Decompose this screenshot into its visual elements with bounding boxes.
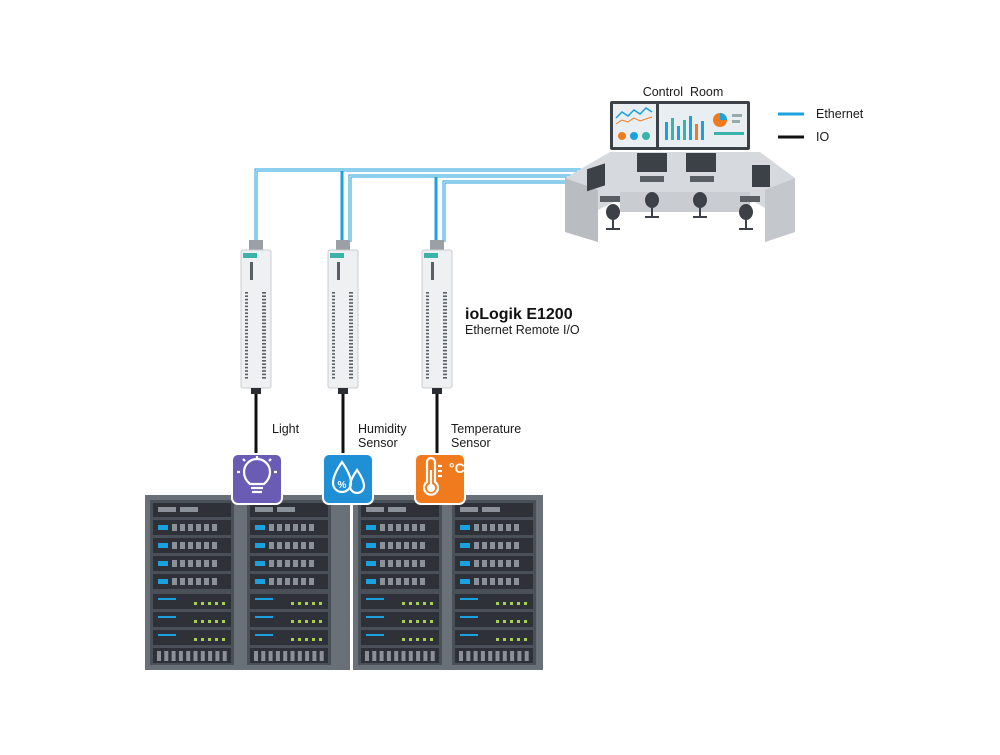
sensor-light	[231, 453, 283, 505]
lightbulb-icon	[237, 456, 277, 494]
server-rack	[247, 500, 331, 665]
sensor-humidity: %	[322, 453, 374, 505]
monitor	[686, 153, 716, 172]
sensor-label-humidity-1: Humidity	[358, 422, 407, 436]
legend: Ethernet IO	[778, 107, 864, 144]
io-cables	[254, 392, 439, 456]
ethernet-cables	[254, 168, 610, 242]
legend-ethernet-label: Ethernet	[816, 107, 864, 121]
control-room: Control Room	[565, 85, 795, 242]
chair	[693, 192, 707, 208]
svg-text:°C: °C	[449, 460, 465, 476]
thermometer-celsius-icon	[422, 456, 442, 496]
chair	[739, 204, 753, 220]
sensor-label-light: Light	[272, 422, 300, 436]
iologik-device	[240, 240, 272, 394]
sensor-label-temperature-1: Temperature	[451, 422, 521, 436]
device-name: ioLogik E1200	[465, 306, 573, 323]
monitor	[587, 163, 605, 192]
server-rack	[358, 500, 442, 665]
server-rack	[452, 500, 536, 665]
device-description: Ethernet Remote I/O	[465, 323, 580, 337]
svg-text:%: %	[338, 480, 347, 491]
sensor-temperature: °C	[414, 453, 466, 505]
sensor-label-temperature-2: Sensor	[451, 436, 491, 450]
chair	[645, 192, 659, 208]
chair	[606, 204, 620, 220]
control-room-label: Control Room	[643, 85, 724, 99]
iologik-device	[421, 240, 453, 394]
humidity-drops-icon	[331, 460, 366, 495]
monitor	[752, 165, 770, 187]
monitor	[637, 153, 667, 172]
sensor-label-humidity-2: Sensor	[358, 436, 398, 450]
server-rack	[150, 500, 234, 665]
iologik-device	[327, 240, 359, 394]
legend-io-label: IO	[816, 130, 829, 144]
